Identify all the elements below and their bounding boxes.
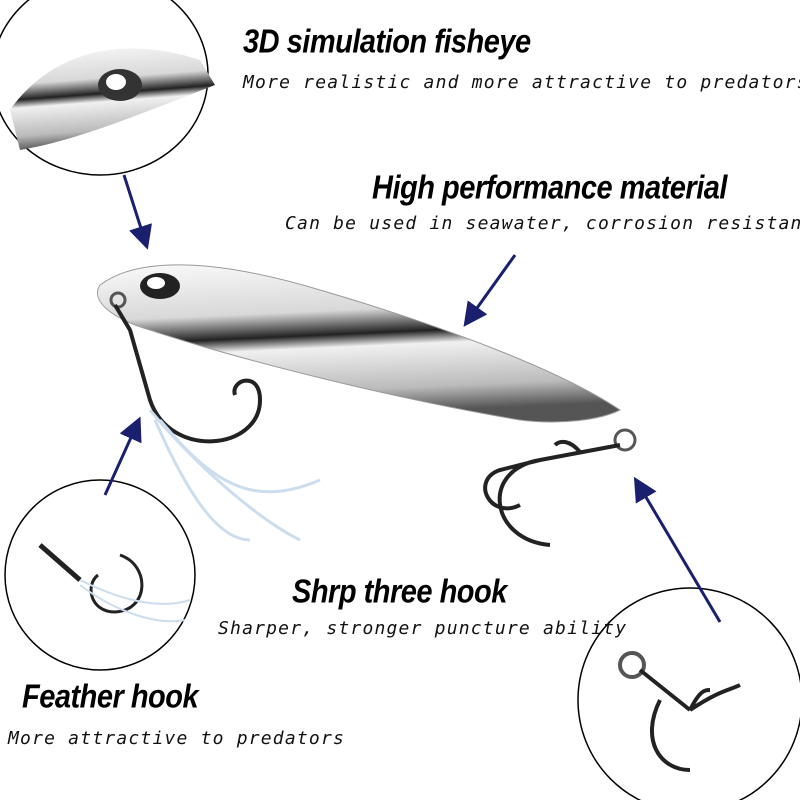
arrow-treble: [633, 476, 722, 623]
fisheye-detail-circle: [0, 0, 215, 176]
feature-title-feather-hook: Feather hook: [22, 678, 199, 716]
arrow-fisheye: [122, 174, 152, 250]
feature-title-material: High performance material: [372, 169, 727, 207]
feature-desc-treble-hook: Sharper, stronger puncture ability: [218, 618, 628, 639]
feature-title-treble-hook: Shrp three hook: [292, 573, 507, 611]
arrow-feather: [103, 416, 142, 496]
jig-lure: [97, 264, 637, 547]
feature-desc-fisheye: More realistic and more attractive to pr…: [243, 72, 800, 93]
arrow-material: [463, 254, 517, 327]
feature-desc-material: Can be used in seawater, corrosion resis…: [285, 213, 800, 234]
feature-title-fisheye: 3D simulation fisheye: [243, 23, 531, 61]
feature-desc-feather-hook: More attractive to predators: [8, 728, 346, 749]
feather-hook-detail-circle: [4, 479, 196, 671]
treble-hook-detail-circle: [577, 587, 800, 800]
